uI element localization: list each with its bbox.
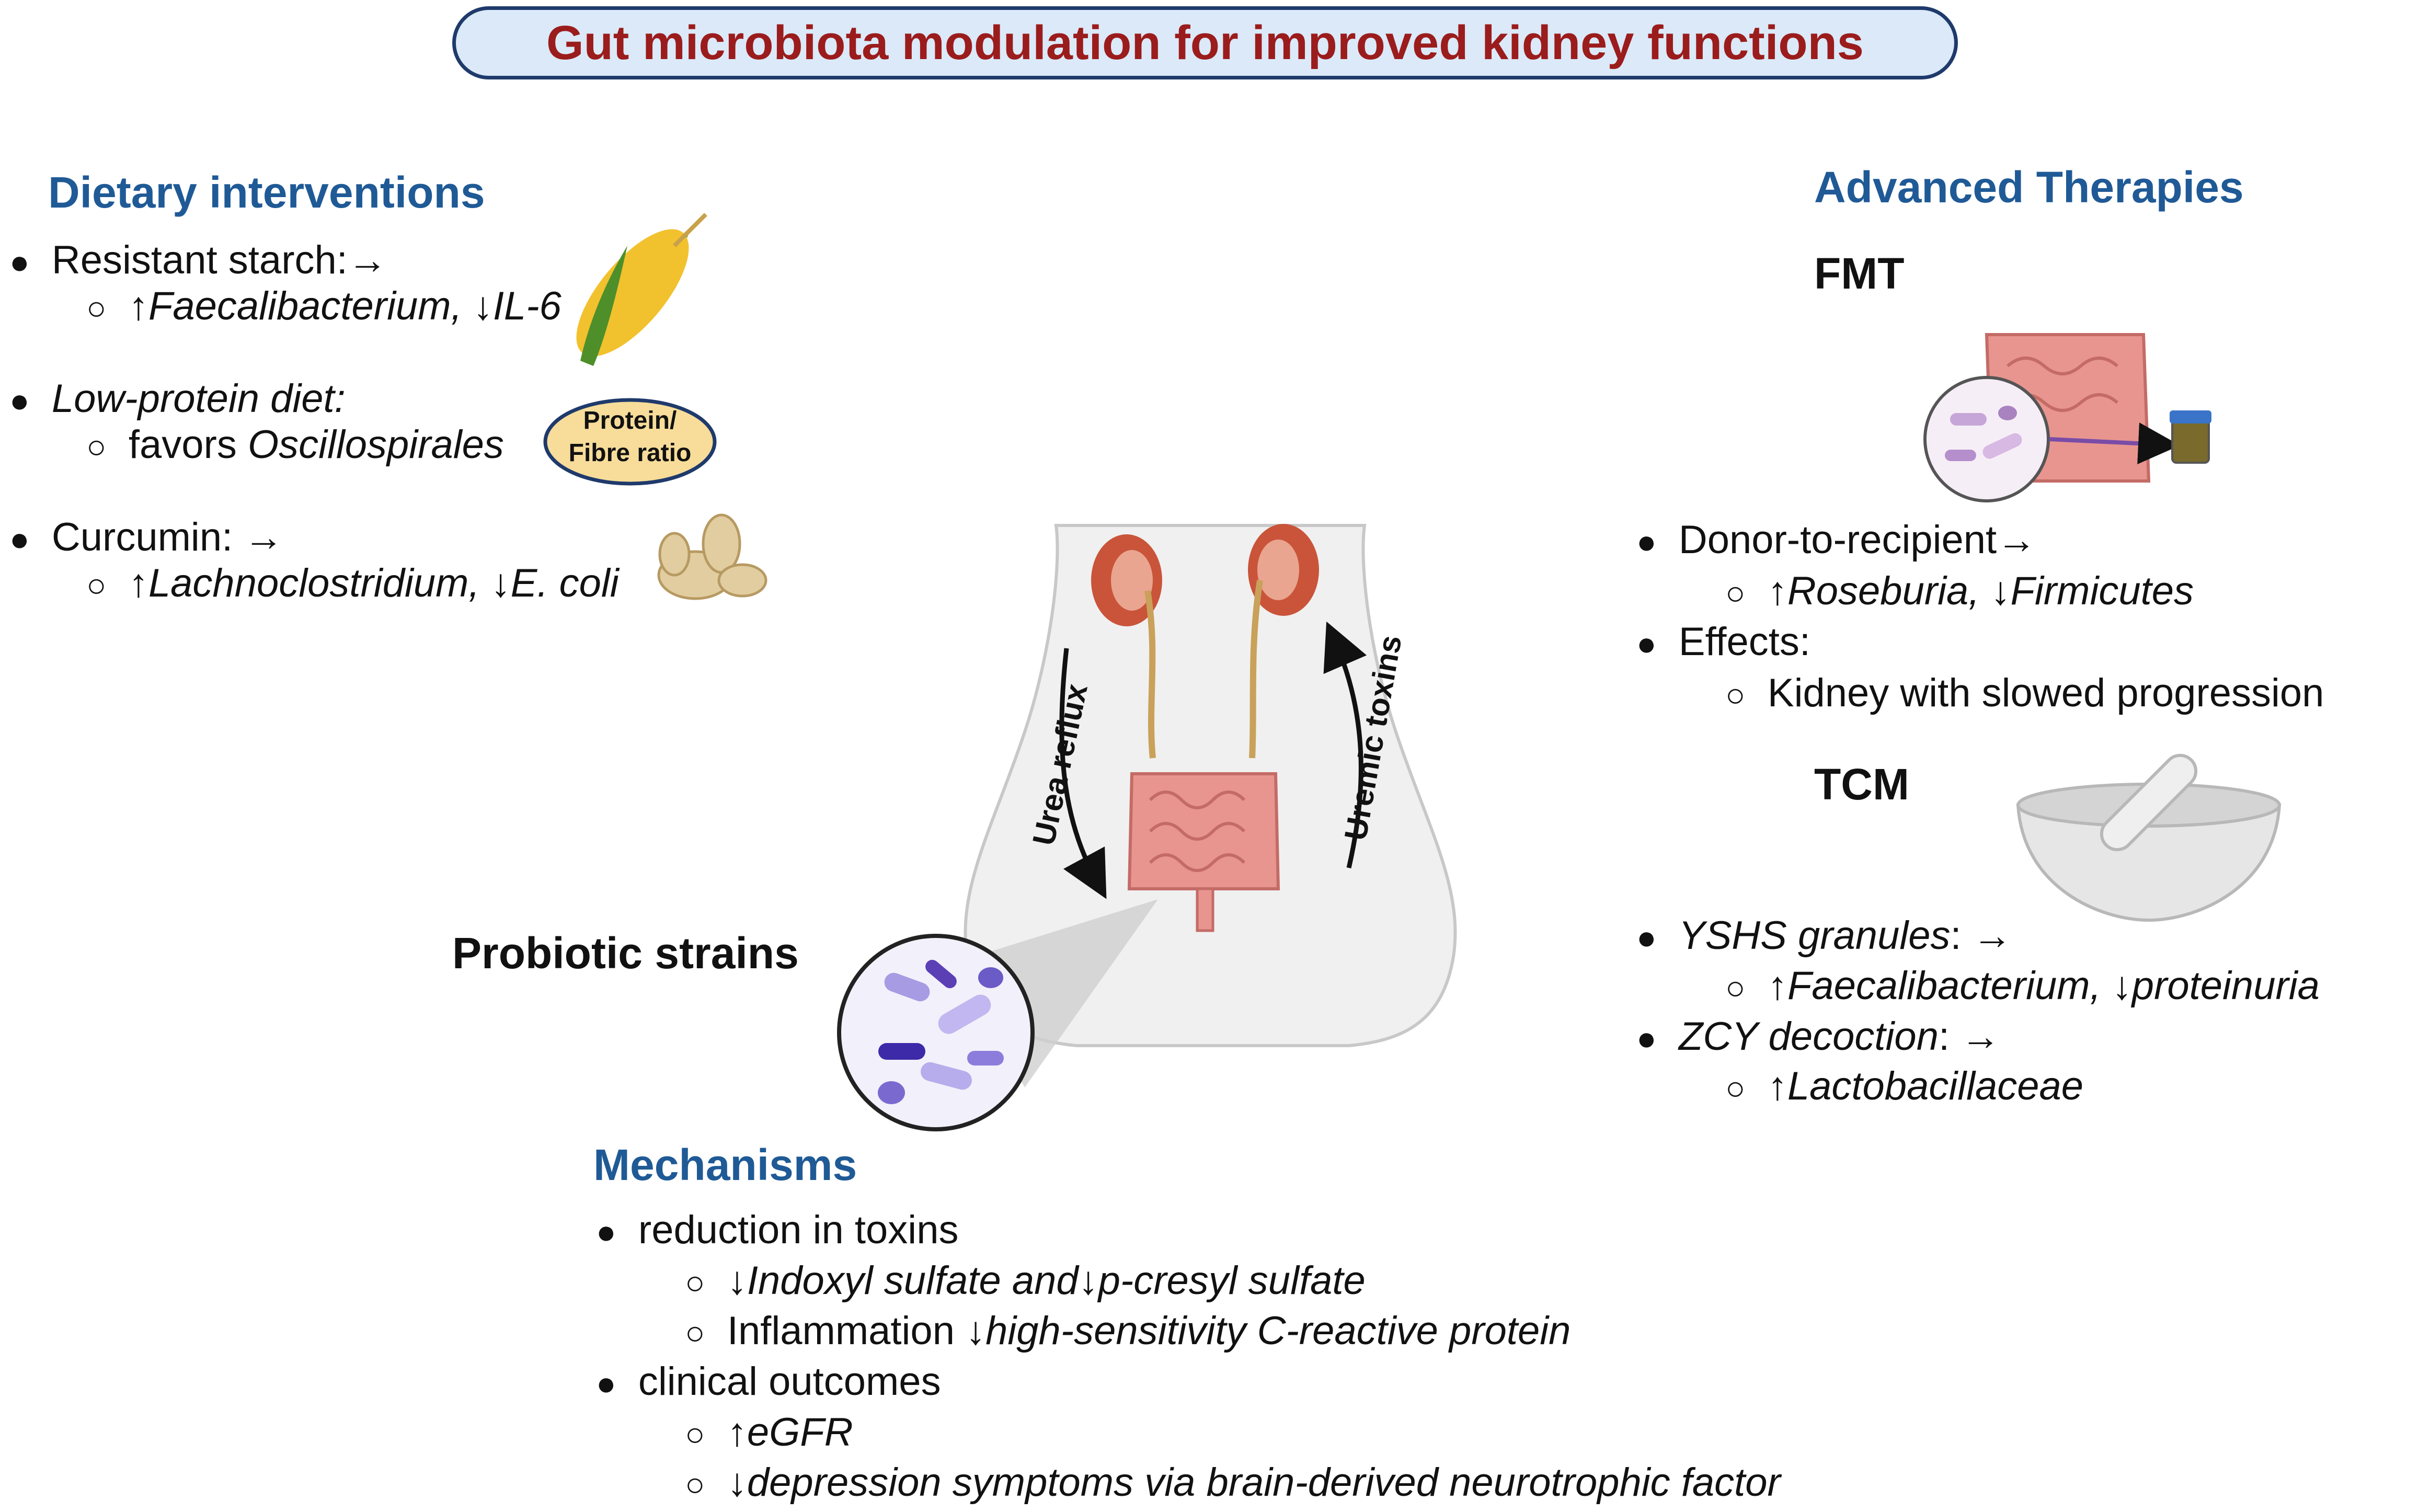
corn-icon xyxy=(576,213,707,366)
tcm-item-2: ● ZCY decoction: → xyxy=(1636,1014,2001,1059)
fmt-intestine-icon xyxy=(1985,333,2151,483)
mechanism-item-2-sub-2: ○ ↓depression symptoms via brain-derived… xyxy=(685,1460,1781,1505)
dietary-item-1-label: Resistant starch:→ xyxy=(51,238,387,282)
tcm-heading: TCM xyxy=(1814,760,1909,809)
mechanism-item-1: ● reduction in toxins xyxy=(596,1208,959,1252)
magnification-cone xyxy=(957,899,1158,1087)
title-banner: Gut microbiota modulation for improved k… xyxy=(452,6,1958,79)
microbiome-circle xyxy=(1923,376,2050,502)
urea-reflux-label: Urea reflux xyxy=(1026,681,1094,849)
dietary-item-3-label: Curcumin: → xyxy=(51,515,284,559)
dietary-item-2: ● Low-protein diet: xyxy=(9,376,346,421)
mechanism-item-2: ● clinical outcomes xyxy=(596,1359,941,1404)
mechanism-item-1-sub-1: ○ ↓Indoxyl sulfate and↓p-cresyl sulfate xyxy=(685,1258,1366,1303)
mechanisms-heading: Mechanisms xyxy=(593,1140,857,1189)
tcm-item-1-sub: ○ ↑Faecalibacterium, ↓proteinuria xyxy=(1725,964,2320,1008)
fmt-heading: FMT xyxy=(1814,249,1905,298)
dietary-item-3-sub: ○ ↑Lachnoclostridium, ↓E. coli xyxy=(86,561,619,605)
tcm-item-2-sub: ○ ↑Lactobacillaceae xyxy=(1725,1064,2084,1108)
advanced-heading: Advanced Therapies xyxy=(1814,163,2244,212)
page-title: Gut microbiota modulation for improved k… xyxy=(546,16,1864,70)
probiotic-label: Probiotic strains xyxy=(452,929,799,978)
urea-reflux-arrow xyxy=(1059,648,1107,899)
fmt-item-1-sub: ○ ↑Roseburia, ↓Firmicutes xyxy=(1725,569,2194,613)
dietary-item-1: ● Resistant starch:→ xyxy=(9,238,387,282)
fmt-item-2-sub: ○ Kidney with slowed progression xyxy=(1725,671,2324,715)
intestine-icon xyxy=(1127,772,1280,932)
ratio-badge: Protein/ Fibre ratio xyxy=(543,398,717,486)
ratio-badge-line2: Fibre ratio xyxy=(569,439,692,467)
mechanism-item-1-sub-2: ○ Inflammation ↓high-sensitivity C-react… xyxy=(685,1309,1571,1353)
mortar-pestle-icon xyxy=(2016,753,2282,922)
tcm-item-1: ● YSHS granules: → xyxy=(1636,913,2012,958)
uremic-toxins-arrow xyxy=(1323,621,1367,869)
dietary-item-1-sub: ○ ↑Faecalibacterium, ↓IL-6 xyxy=(86,284,561,328)
ratio-badge-line1: Protein/ xyxy=(583,407,677,434)
fmt-item-2: ● Effects: xyxy=(1636,620,1810,664)
dietary-item-2-label: Low-protein diet: xyxy=(51,376,346,421)
transfer-arrow xyxy=(2049,422,2180,465)
stool-sample-icon xyxy=(2170,410,2211,464)
mechanism-item-2-sub-1: ○ ↑eGFR xyxy=(685,1410,853,1454)
dietary-heading: Dietary interventions xyxy=(48,168,485,217)
kidney-icon xyxy=(1091,524,1319,759)
uremic-toxins-label: Uremic toxins xyxy=(1338,633,1408,843)
dietary-item-3: ● Curcumin: → xyxy=(9,515,284,559)
dietary-item-2-sub: ○ favors Oscillospirales xyxy=(86,422,504,467)
bacteria-icon xyxy=(837,934,1035,1131)
ginger-icon xyxy=(657,513,767,600)
fmt-item-1: ● Donor-to-recipient→ xyxy=(1636,518,2037,562)
body-outline xyxy=(964,524,1457,1047)
